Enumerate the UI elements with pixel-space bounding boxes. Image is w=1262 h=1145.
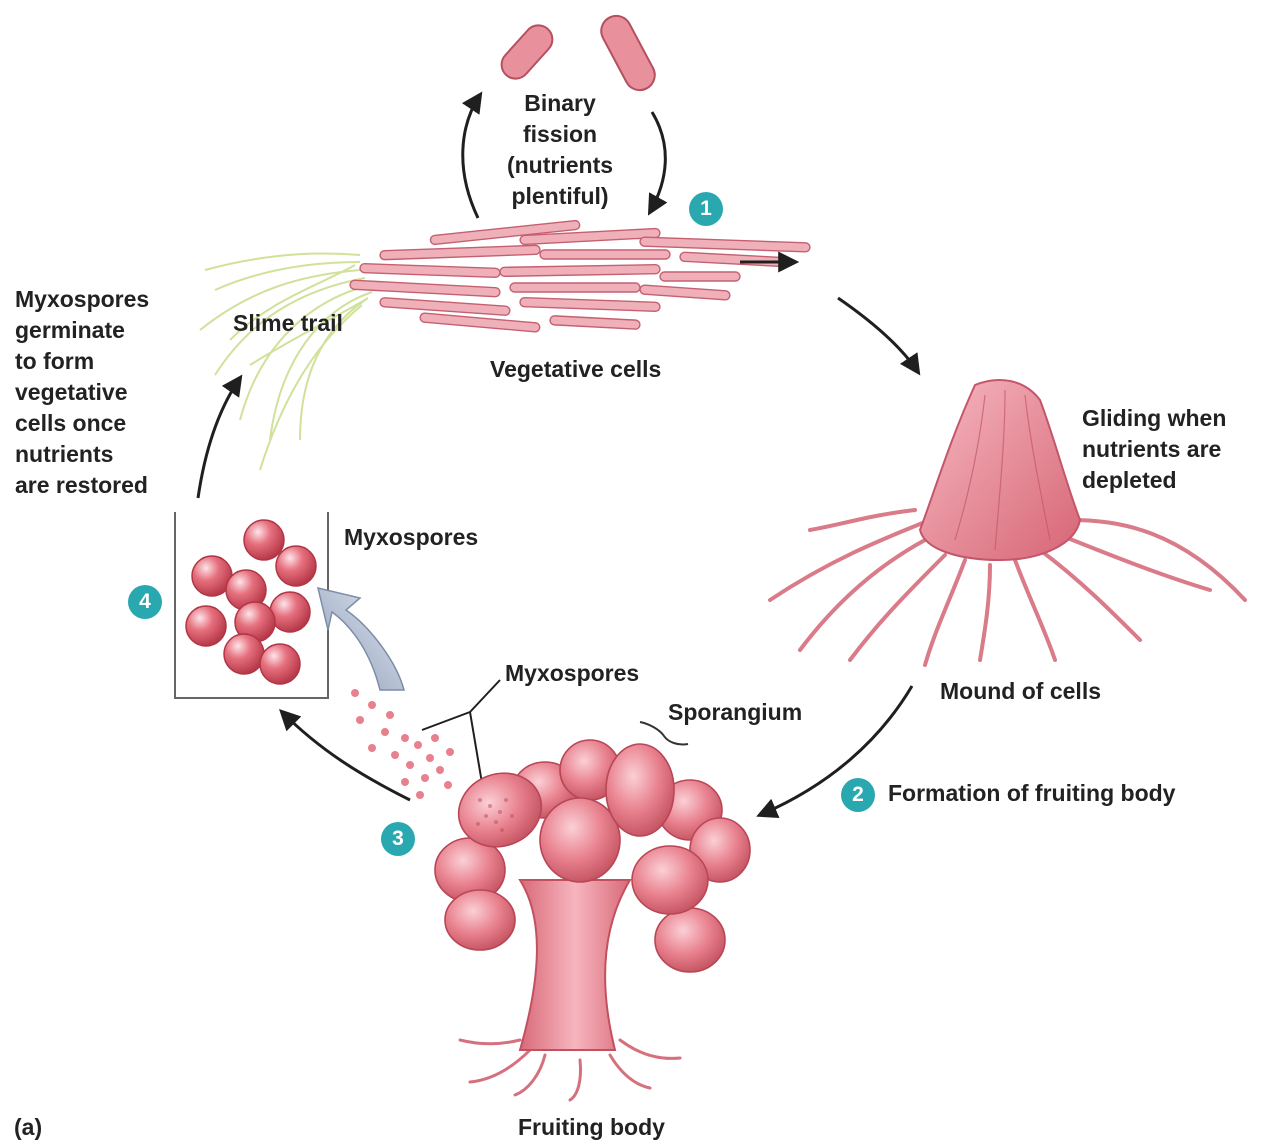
label-sporangium: Sporangium	[668, 697, 802, 728]
label-formation: Formation of fruiting body	[888, 778, 1175, 809]
label-panel: (a)	[14, 1112, 42, 1143]
step-marker-3: 3	[381, 822, 415, 856]
label-myxospores-release: Myxospores	[505, 658, 639, 689]
released-spores	[351, 689, 454, 799]
cycle-arrow-to-slime	[198, 378, 240, 498]
dividing-cells	[496, 11, 660, 96]
slime-trail	[200, 253, 372, 470]
cycle-arrow-to-box	[282, 712, 410, 800]
step-marker-4: 4	[128, 585, 162, 619]
myxospore-cluster	[186, 520, 316, 684]
fission-arrow-up	[463, 95, 480, 218]
label-slime-trail: Slime trail	[233, 308, 343, 339]
release-arrow	[318, 588, 404, 690]
fission-arrow-down	[650, 112, 665, 212]
label-vegetative-cells: Vegetative cells	[490, 354, 661, 385]
step-marker-1: 1	[689, 192, 723, 226]
label-mound-of-cells: Mound of cells	[940, 676, 1101, 707]
fruiting-body	[435, 740, 750, 1100]
label-germinate: Myxospores germinate to form vegetative …	[15, 284, 149, 501]
step-marker-2: 2	[841, 778, 875, 812]
label-myxospores-box: Myxospores	[344, 522, 478, 553]
vegetative-cells-swarm	[350, 220, 810, 332]
label-binary-fission: Binary fission (nutrients plentiful)	[490, 88, 630, 212]
cycle-arrow-to-mound	[838, 298, 918, 372]
label-fruiting-body: Fruiting body	[518, 1112, 665, 1143]
label-gliding: Gliding when nutrients are depleted	[1082, 403, 1226, 496]
